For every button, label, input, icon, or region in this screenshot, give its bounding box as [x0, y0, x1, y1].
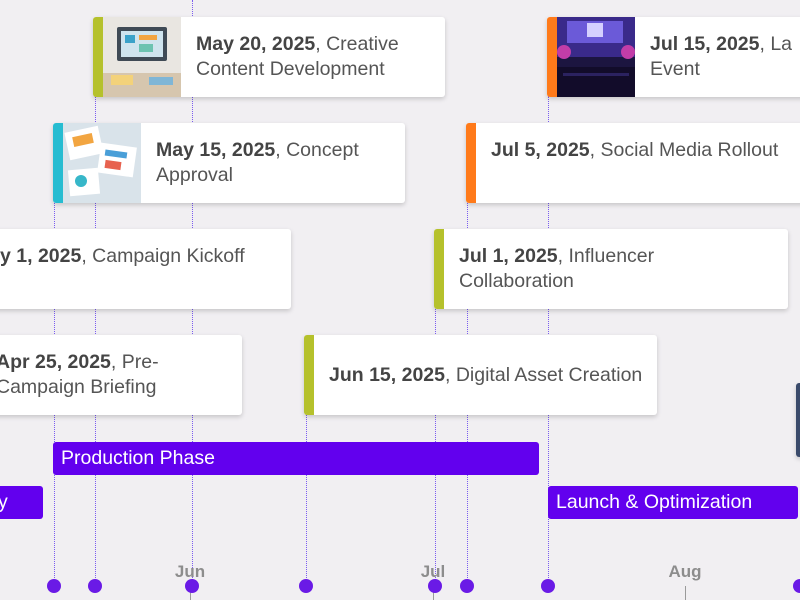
event-text: May 20, 2025, Creative Content Developme…	[181, 32, 445, 82]
event-card-launch-event[interactable]: Jul 15, 2025, La Event	[547, 17, 800, 97]
event-text: May 15, 2025, Concept Approval	[141, 138, 405, 188]
event-card-influencer-collaboration[interactable]: Jul 1, 2025, Influencer Collaboration	[434, 229, 788, 309]
event-date: Jul 5, 2025	[491, 138, 590, 161]
timeline-event-dot[interactable]	[793, 579, 800, 593]
event-date: May 20, 2025	[196, 33, 316, 55]
event-card-pre-campaign-briefing[interactable]: Apr 25, 2025, Pre-Campaign Briefing	[0, 335, 242, 415]
axis-tick-mark	[190, 586, 191, 600]
event-date: May 15, 2025	[156, 139, 276, 161]
event-color-bar	[796, 383, 800, 457]
event-color-bar	[466, 123, 476, 203]
event-card-digital-asset-creation[interactable]: Jun 15, 2025, Digital Asset Creation	[304, 335, 657, 415]
phase-bar-launch-optimization[interactable]: Launch & Optimization	[548, 486, 798, 519]
event-date: y 1, 2025	[0, 244, 82, 267]
event-color-bar	[304, 335, 314, 415]
event-text: Jul 15, 2025, La Event	[635, 32, 800, 82]
event-color-bar	[547, 17, 557, 97]
axis-tick-label: Aug	[668, 562, 702, 581]
event-text: Jul 1, 2025, Influencer Collaboration	[444, 244, 788, 294]
event-title: , Pre-Campaign Briefing	[0, 351, 159, 398]
event-title: , Social Media Rollout	[589, 138, 779, 161]
event-card-creative-content[interactable]: May 20, 2025, Creative Content Developme…	[93, 17, 445, 97]
event-title: , Creative Content Development	[196, 33, 399, 80]
event-card-social-media-rollout[interactable]: Jul 5, 2025, Social Media Rollout	[466, 123, 800, 203]
event-date: Jun 15, 2025	[329, 363, 445, 386]
timeline-event-dot[interactable]	[541, 579, 555, 593]
concert-stage-thumbnail	[557, 17, 635, 97]
timeline-event-dot[interactable]	[299, 579, 313, 593]
event-title: , La Event	[650, 33, 793, 80]
event-text: Jun 15, 2025, Digital Asset Creation	[314, 363, 656, 388]
event-text: Apr 25, 2025, Pre-Campaign Briefing	[0, 350, 242, 400]
event-card-offscreen[interactable]	[796, 383, 800, 457]
axis-tick-label: Jul	[420, 562, 446, 581]
event-text: y 1, 2025, Campaign Kickoff	[0, 244, 259, 295]
desk-monitor-thumbnail	[103, 17, 181, 97]
axis-tick-mark	[685, 586, 686, 600]
documents-charts-thumbnail	[63, 123, 141, 203]
event-date: Apr 25, 2025	[0, 351, 111, 373]
phase-bar-production[interactable]: Production Phase	[53, 442, 539, 475]
event-card-campaign-kickoff[interactable]: y 1, 2025, Campaign Kickoff	[0, 229, 291, 309]
event-title: , Influencer Collaboration	[459, 245, 655, 292]
axis-tick-mark	[433, 586, 434, 600]
axis-tick-label: Jun	[174, 562, 206, 581]
event-title: , Digital Asset Creation	[445, 363, 643, 386]
event-date: Jul 1, 2025	[459, 245, 558, 267]
event-color-bar	[53, 123, 63, 203]
timeline-event-dot[interactable]	[47, 579, 61, 593]
guide-line	[306, 412, 307, 586]
event-color-bar	[434, 229, 444, 309]
event-text: Jul 5, 2025, Social Media Rollout	[476, 138, 792, 189]
timeline-event-dot[interactable]	[428, 579, 442, 593]
timeline-event-dot[interactable]	[460, 579, 474, 593]
timeline-event-dot[interactable]	[185, 579, 199, 593]
event-title: , Concept Approval	[156, 139, 359, 186]
timeline-event-dot[interactable]	[88, 579, 102, 593]
event-title: , Campaign Kickoff	[81, 244, 245, 267]
event-date: Jul 15, 2025	[650, 33, 760, 55]
event-color-bar	[93, 17, 103, 97]
phase-bar-strategy[interactable]: y	[0, 486, 43, 519]
event-card-concept-approval[interactable]: May 15, 2025, Concept Approval	[53, 123, 405, 203]
